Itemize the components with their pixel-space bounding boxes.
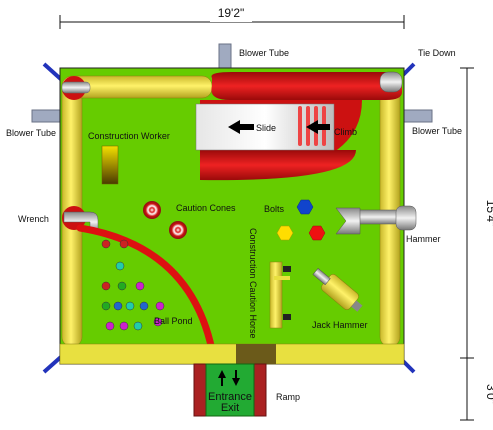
ball (125, 301, 135, 311)
ramp-label: Ramp (276, 392, 300, 402)
front-opening (236, 344, 276, 364)
slide-bottom-tube (200, 150, 356, 181)
blower-tube-top-label: Blower Tube (239, 48, 289, 58)
climb-arrow-icon (306, 120, 330, 134)
jack-hammer-label: Jack Hammer (312, 320, 368, 330)
ball (133, 321, 143, 331)
entrance-up-arrow-icon (218, 370, 226, 386)
ramp-length-label: 3'0" (484, 384, 493, 404)
ball (101, 281, 111, 291)
ball (139, 301, 149, 311)
length-label: 15'4" (484, 200, 493, 227)
entrance-label: Entrance (208, 391, 252, 403)
width-label: 19'2" (218, 6, 245, 20)
caution-cone-1 (143, 201, 161, 219)
exit-label: Exit (221, 402, 239, 414)
hammer-label: Hammer (406, 234, 441, 244)
blower-tube-top (218, 43, 232, 69)
slide-top-tube (211, 72, 402, 100)
jack-hammer-icon (312, 268, 363, 312)
caution-cone-2 (169, 221, 187, 239)
ball (119, 321, 129, 331)
construction-worker-figure (101, 145, 119, 185)
ball (115, 261, 125, 271)
blower-tube-left (31, 109, 63, 123)
ball (117, 281, 127, 291)
ball (135, 281, 145, 291)
ball (155, 301, 165, 311)
wrench-label: Wrench (18, 214, 49, 224)
slide-label: Slide (256, 123, 276, 133)
exit-down-arrow-icon (232, 370, 240, 386)
front-wall (59, 343, 405, 365)
ball (153, 317, 163, 327)
bolt-yellow-icon (276, 225, 294, 241)
width-dimension: 19'2" (59, 6, 405, 29)
caution-horse (269, 261, 291, 329)
top-right-pipe (379, 71, 403, 93)
tie-down-label: Tie Down (418, 48, 456, 58)
ball-pond-label: Ball Pond (154, 316, 193, 326)
caution-horse-label: Construction Caution Horse (248, 228, 258, 339)
ball (113, 301, 123, 311)
bolt-red-icon (308, 225, 326, 241)
caution-cones-label: Caution Cones (176, 203, 236, 213)
blower-tube-right (399, 109, 433, 123)
ball-pond-wall (76, 224, 216, 354)
ball (101, 301, 111, 311)
bolt-blue-icon (296, 199, 314, 215)
ball (119, 239, 129, 249)
bolts-label: Bolts (264, 204, 285, 214)
entrance-exit-panel (205, 363, 255, 417)
top-left-pipe (61, 81, 91, 94)
hammer-icon (335, 205, 417, 235)
slide-arrow-icon (228, 120, 254, 134)
length-dimension: 15'4" 3'0" (460, 67, 493, 421)
ball (105, 321, 115, 331)
ball-pond-balls (101, 239, 165, 331)
climb-label: Climb (334, 127, 357, 137)
blower-tube-left-label: Blower Tube (6, 128, 56, 138)
tie-down-bottom-left (42, 354, 64, 374)
ball (101, 239, 111, 249)
construction-worker-label: Construction Worker (88, 131, 170, 141)
blower-tube-right-label: Blower Tube (412, 126, 462, 136)
